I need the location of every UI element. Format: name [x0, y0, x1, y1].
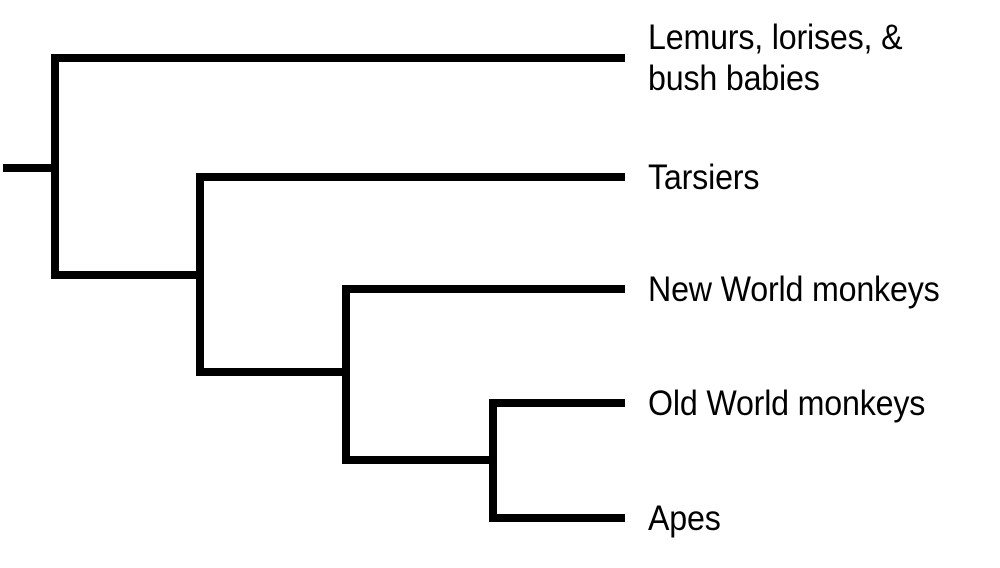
tip-label-apes: Apes — [648, 499, 721, 538]
tip-label-new-world-monkeys: New World monkeys — [648, 270, 940, 309]
tip-label-old-world-monkeys: Old World monkeys — [648, 384, 926, 423]
tip-label-lemurs: Lemurs, lorises, & bush babies — [648, 18, 903, 98]
tip-label-tarsiers: Tarsiers — [648, 158, 760, 197]
